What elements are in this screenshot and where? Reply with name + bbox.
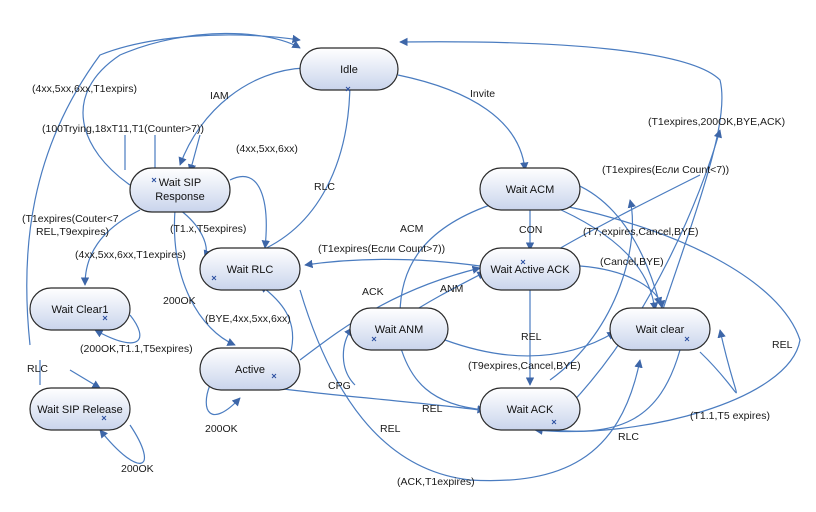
label-ack-left: ACK <box>362 286 384 298</box>
label-t1exp-count-lt7: (T1expires(Если Count<7)) <box>602 164 729 176</box>
label-200ok-c: 200OK <box>121 463 154 475</box>
label-rel-right: REL <box>772 339 793 351</box>
edge-activeack-to-waitclear-long <box>534 204 801 435</box>
label-rel-t9: REL,T9expires) <box>36 226 109 238</box>
label-200ok-t11: (200OK,T1.1,T5expires) <box>80 343 193 355</box>
edge-active-200ok <box>205 384 241 416</box>
state-idle[interactable]: Idle <box>299 47 399 91</box>
state-wait-anm-label: Wait ANM <box>375 324 424 336</box>
label-rlc-bottom: RLC <box>618 431 639 443</box>
label-4xx-t1b: (4xx,5xx,6xx,T1expires) <box>75 249 186 261</box>
edge-waitclear-t11 <box>699 329 737 394</box>
label-200ok-a: 200OK <box>163 295 196 307</box>
label-acm: ACM <box>400 223 423 235</box>
edge-waitack-to-idle-right <box>569 129 722 406</box>
edge-sipresp-to-rlc-4xx <box>229 175 270 249</box>
label-anm: ANM <box>440 283 463 295</box>
label-cancel-bye: (Cancel,BYE) <box>600 256 664 268</box>
edge-waitclear-rlc <box>534 349 681 434</box>
label-4xx-short: (4xx,5xx,6xx) <box>236 143 298 155</box>
state-active-label: Active <box>235 364 265 376</box>
state-wait-active-ack[interactable]: Wait Active ACK <box>479 247 581 291</box>
label-con: CON <box>519 224 542 236</box>
label-ack-t1expires: (ACK,T1expires) <box>397 476 475 488</box>
state-wait-acm[interactable]: Wait ACM <box>479 167 581 211</box>
state-wait-sip-release-label: Wait SIP Release <box>37 404 123 416</box>
connection-markers <box>101 86 690 425</box>
label-t1-t5: (T1.x,T5expires) <box>170 223 246 235</box>
label-t11-t5: (T1.1,T5 expires) <box>690 410 770 422</box>
label-rel-anm: REL <box>422 403 443 415</box>
state-wait-sip-response-label-2: Response <box>155 191 205 203</box>
edge-sipresp-to-idle <box>82 32 301 186</box>
state-wait-sip-release[interactable]: Wait SIP Release <box>29 387 131 431</box>
edge-idle-to-acm <box>397 74 529 171</box>
state-wait-rlc[interactable]: Wait RLC <box>199 247 301 291</box>
transition-labels: (4xx,5xx,6xx,T1expirs) IAM Invite (100Tr… <box>22 83 793 488</box>
label-t1exp-200ok: (T1expires,200OK,BYE,ACK) <box>648 116 785 128</box>
edge-acm-t7 <box>549 204 659 311</box>
edge-active-ack-rlc <box>304 258 481 269</box>
edge-activeack-cancel <box>579 265 666 309</box>
edge-waitsipresp-to-clear1 <box>80 209 141 286</box>
edge-ack-t1expires <box>299 289 643 482</box>
edge-waitack-to-active <box>254 381 481 411</box>
state-wait-clear-label: Wait clear <box>636 324 685 336</box>
edge-sipresp-to-active <box>173 209 236 346</box>
edge-waitanm-cpg <box>342 327 356 386</box>
label-rlc-mid: RLC <box>314 181 335 193</box>
label-rel-mid: REL <box>521 331 542 343</box>
state-wait-ack-label: Wait ACK <box>507 404 554 416</box>
state-wait-clear1[interactable]: Wait Clear1 <box>29 287 131 331</box>
edge-waitclear-to-idle <box>399 37 723 319</box>
edge-waitanm-waitack <box>399 344 486 414</box>
state-active[interactable]: Active <box>199 347 301 391</box>
label-rlc-left: RLC <box>27 363 48 375</box>
label-200ok-b: 200OK <box>205 423 238 435</box>
state-wait-active-ack-label: Wait Active ACK <box>490 264 570 276</box>
state-wait-sip-response-label-1: Wait SIP <box>159 177 201 189</box>
label-bye-4xx: (BYE,4xx,5xx,6xx) <box>205 313 291 325</box>
state-wait-clear[interactable]: Wait clear <box>609 307 711 351</box>
label-4xx-t1expirs: (4xx,5xx,6xx,T1expirs) <box>32 83 137 95</box>
edge-sipresp-to-idle-iam <box>178 67 306 166</box>
label-invite: Invite <box>470 88 495 100</box>
state-wait-ack[interactable]: Wait ACK <box>479 387 581 431</box>
edge-waitanm-waitclear <box>444 331 616 357</box>
edge-clear1-200ok <box>94 314 141 344</box>
label-t1exp-couter: (T1expires(Couter<7 <box>22 213 119 225</box>
state-wait-rlc-label: Wait RLC <box>227 264 274 276</box>
edge-waitclear-from-acm <box>549 199 636 381</box>
edge-sipresp-release <box>39 360 100 388</box>
label-t1exp-count-gt7: (T1expires(Если Count>7)) <box>318 243 445 255</box>
edge-sipresp-rlc-left <box>26 34 301 346</box>
label-100trying: (100Trying,18xT11,T1(Counter>7)) <box>42 123 204 135</box>
state-wait-anm[interactable]: Wait ANM <box>349 307 449 351</box>
label-t7: (T7,expires,Cancel,BYE) <box>583 226 699 238</box>
state-idle-label: Idle <box>340 64 358 76</box>
transition-edges <box>26 32 801 482</box>
label-iam: IAM <box>210 90 229 102</box>
edge-release-200ok <box>99 424 146 464</box>
label-cpg: CPG <box>328 380 351 392</box>
states: Idle Wait SIP Response Wait ACM Wait RLC… <box>29 47 711 431</box>
state-wait-acm-label: Wait ACM <box>506 184 555 196</box>
label-t9exp-cancel: (T9expires,Cancel,BYE) <box>468 360 581 372</box>
edge-rlc-to-idle <box>249 79 355 256</box>
label-rel-bottom: REL <box>380 423 401 435</box>
state-wait-sip-response[interactable]: Wait SIP Response <box>129 167 231 213</box>
edge-acm-to-waitanm <box>395 204 491 316</box>
state-wait-clear1-label: Wait Clear1 <box>51 304 108 316</box>
